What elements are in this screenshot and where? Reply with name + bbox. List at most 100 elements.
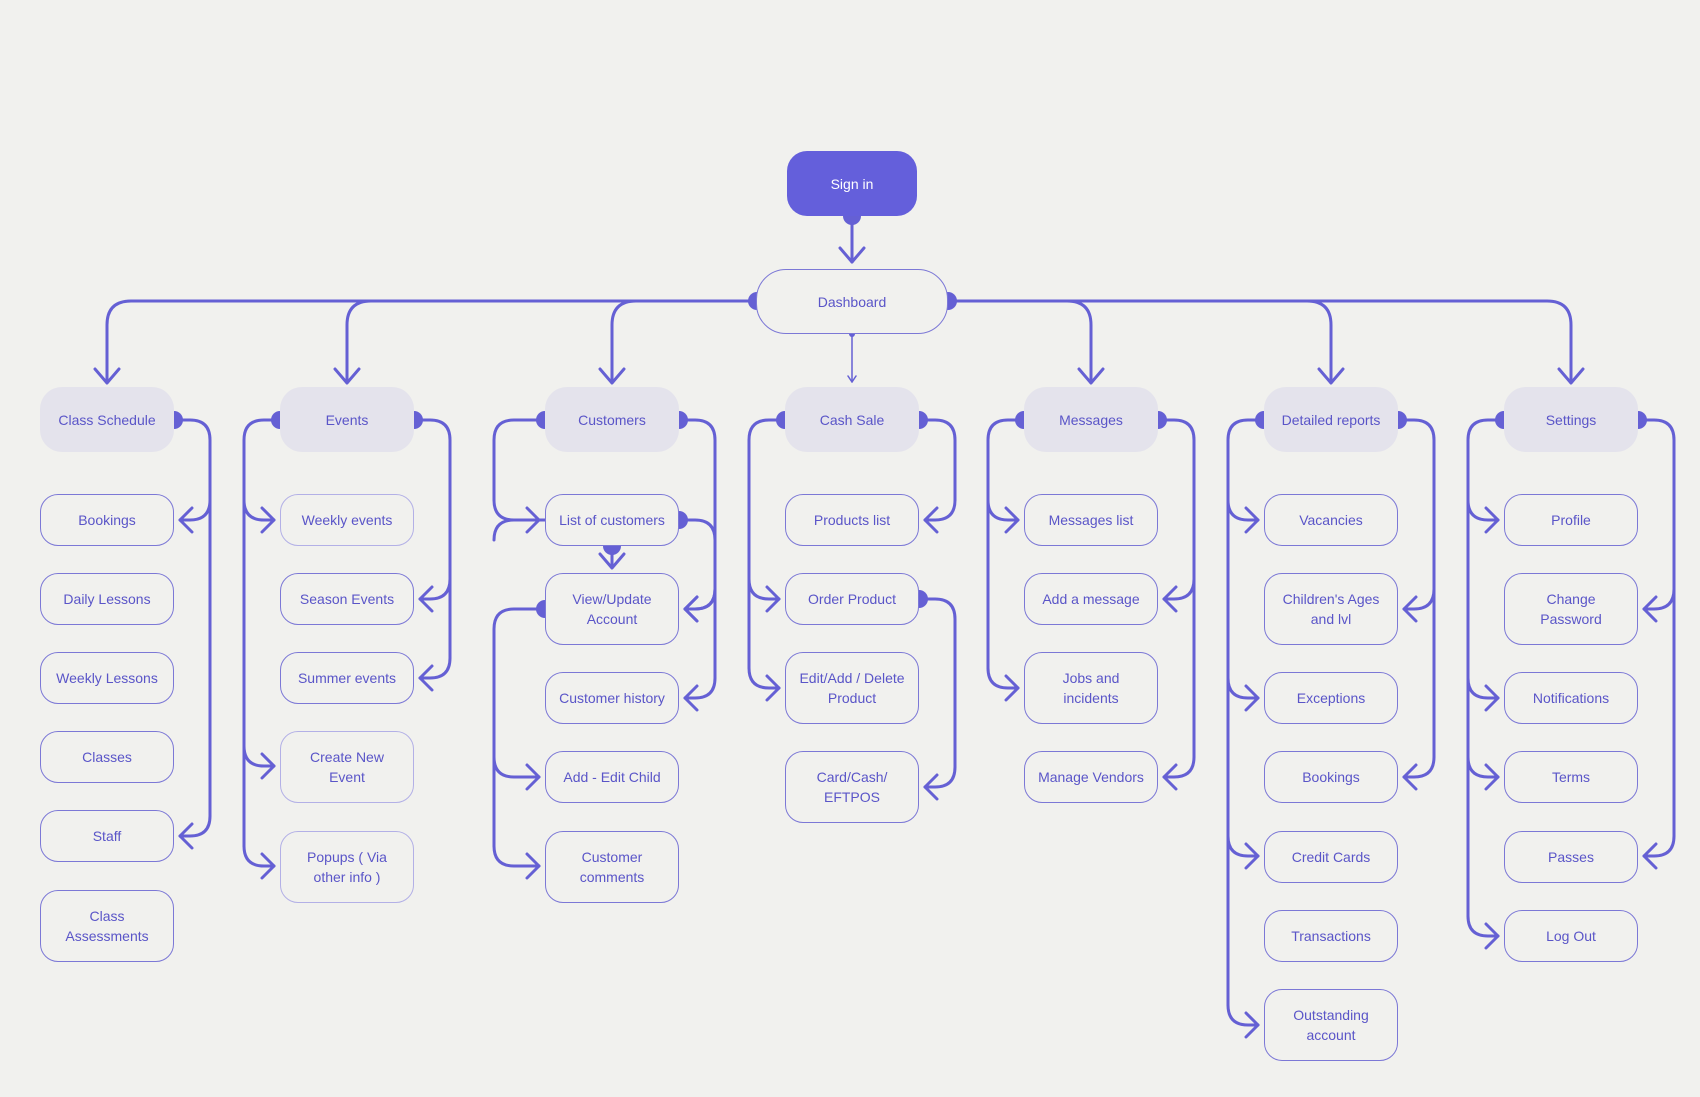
node-log-out[interactable]: Log Out [1504,910,1638,962]
arrowhead-dashboard [838,246,866,264]
node-season-events[interactable]: Season Events [280,573,414,625]
customers-right-branch-1 [683,676,717,700]
node-exceptions[interactable]: Exceptions [1264,672,1398,724]
connector-dashboard-left-2 [610,299,759,383]
events-left-rail [242,418,282,848]
node-add-edit-child[interactable]: Add - Edit Child [545,751,679,803]
customers-account-branch-0 [492,755,541,779]
node-manage-vendors[interactable]: Manage Vendors [1024,751,1158,803]
dashboard-node[interactable]: Dashboard [756,269,948,334]
connector-dashboard-right-1 [946,299,1333,383]
events-left-arrow-1 [260,752,276,780]
events-left-branch-0 [242,498,276,522]
customers-left-rail [492,418,547,502]
node-create-new-event[interactable]: Create New Event [280,731,414,803]
cash-sale-right-arrow-0 [923,506,939,534]
connector-dashboard-left-0 [105,299,759,383]
category-customers[interactable]: Customers [545,387,679,452]
reports-left-arrow-2 [1244,842,1260,870]
node-credit-cards[interactable]: Credit Cards [1264,831,1398,883]
customers-list-arrow-0 [683,595,699,623]
messages-left-rail [986,418,1026,670]
customers-account-arrow-0 [525,763,541,791]
reports-left-branch-3 [1226,1003,1260,1027]
category-messages[interactable]: Messages [1024,387,1158,452]
node-profile[interactable]: Profile [1504,494,1638,546]
events-left-branch-1 [242,744,276,768]
connector-dashboard-right-2 [946,299,1573,383]
sign-in-node[interactable]: Sign in [787,151,917,216]
node-notifications[interactable]: Notifications [1504,672,1638,724]
reports-right-branch-0 [1402,587,1436,611]
node-products-list[interactable]: Products list [785,494,919,546]
arrowhead-down-left-1 [333,367,361,385]
arrowhead-list-view [598,552,626,570]
reports-left-branch-2 [1226,834,1260,858]
node-popups[interactable]: Popups ( Via other info ) [280,831,414,903]
node-customer-history[interactable]: Customer history [545,672,679,724]
node-classes[interactable]: Classes [40,731,174,783]
settings-left-branch-2 [1466,755,1500,779]
category-settings[interactable]: Settings [1504,387,1638,452]
category-events[interactable]: Events [280,387,414,452]
customers-right-arrow-1 [683,684,699,712]
settings-left-branch-1 [1466,676,1500,700]
node-list-of-customers[interactable]: List of customers [545,494,679,546]
settings-left-arrow-2 [1484,763,1500,791]
node-edit-add-delete-product[interactable]: Edit/Add / Delete Product [785,652,919,724]
customers-right-rail [677,418,717,680]
messages-right-arrow-1 [1162,763,1178,791]
events-right-arrow-0 [418,585,434,613]
node-vacancies[interactable]: Vacancies [1264,494,1398,546]
node-card-cash-eftpos[interactable]: Card/Cash/ EFTPOS [785,751,919,823]
customers-list-loop [492,518,547,542]
settings-right-branch-1 [1642,834,1676,858]
node-outstanding-account[interactable]: Outstanding account [1264,989,1398,1061]
customers-right-arrow-0 [683,595,699,623]
node-jobs-and-incidents[interactable]: Jobs and incidents [1024,652,1158,724]
node-class-assessments[interactable]: Class Assessments [40,890,174,962]
events-left-arrow-0 [260,506,276,534]
messages-right-branch-1 [1162,755,1196,779]
arrowhead-down-right-0 [1077,367,1105,385]
node-daily-lessons[interactable]: Daily Lessons [40,573,174,625]
settings-right-arrow-1 [1642,842,1658,870]
node-childrens-ages-and-lvl[interactable]: Children's Ages and lvl [1264,573,1398,645]
node-messages-list[interactable]: Messages list [1024,494,1158,546]
node-weekly-lessons[interactable]: Weekly Lessons [40,652,174,704]
category-cash-sale[interactable]: Cash Sale [785,387,919,452]
arrowhead-cash-sale [847,375,857,383]
category-detailed-reports[interactable]: Detailed reports [1264,387,1398,452]
node-order-product[interactable]: Order Product [785,573,919,625]
class-schedule-arrow-0 [178,506,194,534]
node-passes[interactable]: Passes [1504,831,1638,883]
events-right-branch-0 [418,577,452,601]
category-class-schedule[interactable]: Class Schedule [40,387,174,452]
settings-left-branch-3 [1466,914,1500,938]
class-schedule-arrow-1 [178,822,194,850]
settings-right-arrow-0 [1642,595,1658,623]
connector-dashboard-left-1 [345,299,759,383]
node-terms[interactable]: Terms [1504,751,1638,803]
node-change-password[interactable]: Change Password [1504,573,1638,645]
node-report-bookings[interactable]: Bookings [1264,751,1398,803]
node-bookings[interactable]: Bookings [40,494,174,546]
node-staff[interactable]: Staff [40,810,174,862]
messages-right-rail [1156,418,1196,759]
settings-right-rail [1636,418,1676,838]
node-weekly-events[interactable]: Weekly events [280,494,414,546]
order-product-branch-0 [923,765,957,789]
reports-left-branch-1 [1226,676,1260,700]
reports-left-arrow-1 [1244,684,1260,712]
node-add-a-message[interactable]: Add a message [1024,573,1158,625]
events-left-arrow-2 [260,852,276,880]
node-summer-events[interactable]: Summer events [280,652,414,704]
reports-right-branch-1 [1402,755,1436,779]
node-view-update-account[interactable]: View/Update Account [545,573,679,645]
reports-left-arrow-0 [1244,506,1260,534]
node-transactions[interactable]: Transactions [1264,910,1398,962]
settings-left-arrow-3 [1484,922,1500,950]
order-product-rail [917,597,957,769]
node-customer-comments[interactable]: Customer comments [545,831,679,903]
